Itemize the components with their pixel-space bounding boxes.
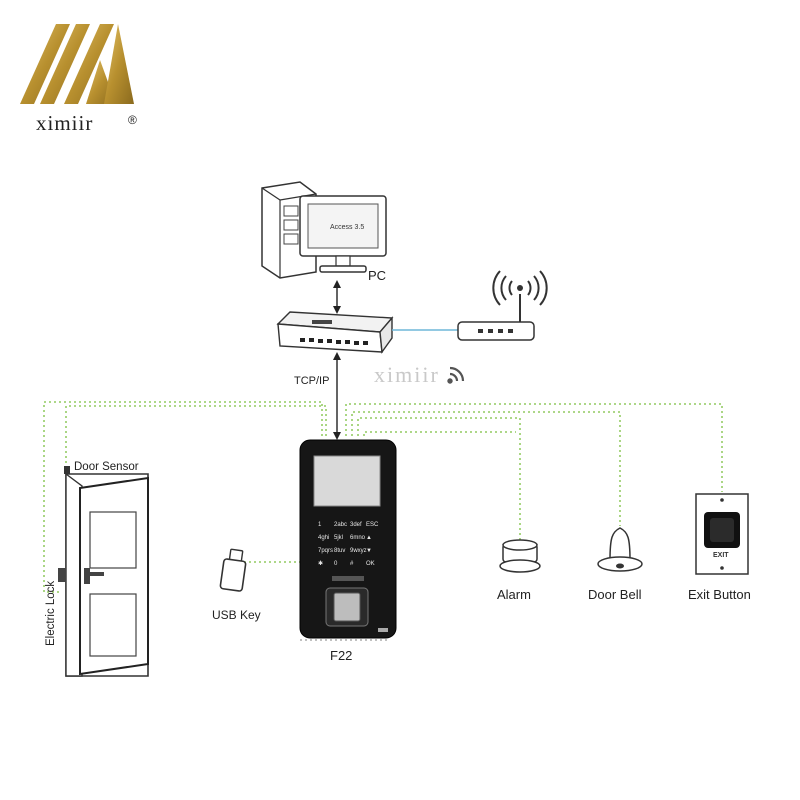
tcpip-label: TCP/IP	[294, 375, 329, 387]
pc-computer: Access 3.5 PC	[261, 181, 387, 283]
keypad-key: ▼	[366, 548, 372, 554]
pc-screen-text: Access 3.5	[330, 224, 364, 231]
door-sensor-label: Door Sensor	[74, 461, 139, 473]
fingerprint-sensor	[333, 592, 361, 622]
door: Door Sensor Electric Lock	[45, 461, 149, 677]
wireless-icon	[447, 366, 465, 384]
usb-key: USB Key	[212, 548, 261, 622]
electric-lock-label: Electric Lock	[45, 581, 57, 646]
keypad-key: 8tuv	[334, 548, 345, 554]
keypad-key: 2abc	[334, 522, 347, 528]
keypad-key: OK	[366, 561, 375, 567]
watermark: ximiir	[374, 362, 465, 387]
keypad-key: 6mno	[350, 535, 366, 541]
electric-lock-block	[58, 568, 66, 582]
brand-logo: ximiir ®	[20, 24, 137, 135]
pc-switch-link	[333, 280, 341, 314]
keypad-key: ESC	[366, 522, 379, 528]
switch-device-link: TCP/IP	[294, 352, 341, 440]
keypad-key: 3def	[350, 522, 362, 528]
keypad-key: #	[350, 561, 354, 567]
exit-text: EXIT	[713, 552, 729, 559]
exit-button-label: Exit Button	[688, 587, 751, 602]
device-model-label: F22	[330, 648, 352, 663]
pc-label: PC	[368, 268, 386, 283]
keypad-key: 9wxyz	[350, 548, 367, 554]
keypad-key: 5jkl	[334, 535, 343, 541]
keypad-key: 7pqrs	[318, 548, 333, 554]
device-screen	[313, 455, 381, 507]
door-bell-label: Door Bell	[588, 587, 642, 602]
wiring	[43, 401, 723, 641]
keypad-key: ▲	[366, 535, 372, 541]
keypad-key: ✱	[318, 560, 323, 567]
door-bell: Door Bell	[588, 527, 643, 602]
door-sensor-block	[64, 466, 70, 474]
card-reader-slot	[332, 576, 364, 581]
usb-port	[378, 628, 388, 632]
exit-button-device: EXIT Exit Button	[688, 493, 751, 602]
alarm-siren: Alarm	[497, 539, 541, 602]
brand-registered-mark: ®	[128, 113, 137, 127]
keypad-key: 1	[318, 522, 322, 528]
wifi-router	[457, 270, 548, 341]
svg-text:ximiir: ximiir	[374, 362, 440, 387]
keypad-key: 0	[334, 561, 338, 567]
usb-key-label: USB Key	[212, 608, 261, 622]
brand-name: ximiir	[36, 111, 93, 135]
alarm-label: Alarm	[497, 587, 531, 602]
keypad-key: 4ghi	[318, 535, 329, 541]
network-switch	[276, 311, 394, 354]
wifi-signal-icon	[492, 270, 548, 306]
